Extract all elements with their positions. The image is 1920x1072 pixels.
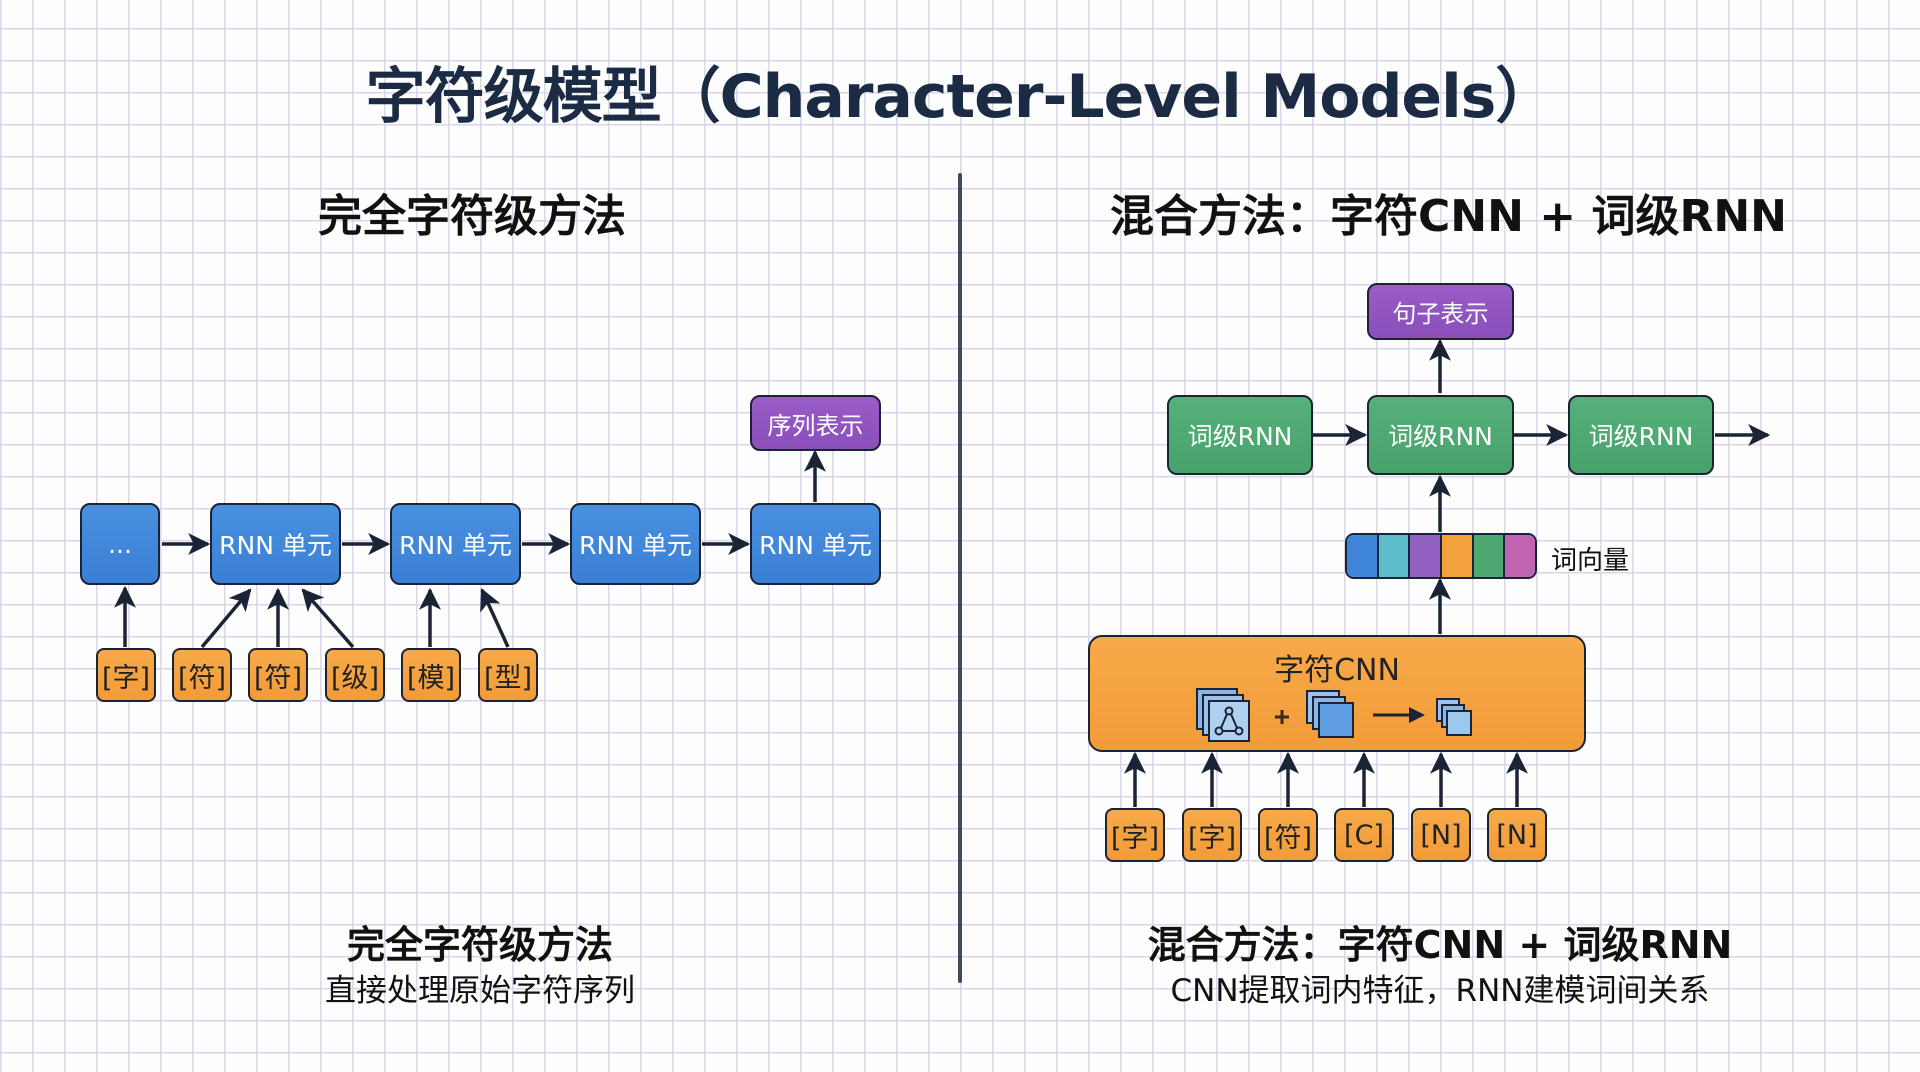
word-vector-segment bbox=[1347, 535, 1379, 577]
rnn-cell-1: RNN 单元 bbox=[210, 503, 341, 585]
left-char-input: [符] bbox=[172, 648, 232, 702]
arrow-input2 bbox=[200, 588, 252, 649]
pooled-map-stack-icon bbox=[1436, 698, 1472, 736]
plus-icon bbox=[1275, 710, 1289, 724]
right-char-input: [N] bbox=[1411, 808, 1471, 862]
left-caption-desc: 直接处理原始字符序列 bbox=[325, 973, 635, 1009]
arrow-input6 bbox=[480, 587, 510, 648]
sequence-representation: 序列表示 bbox=[750, 395, 881, 451]
right-char-input: [符] bbox=[1258, 808, 1318, 862]
left-char-input: [模] bbox=[401, 648, 461, 702]
cnn-icons bbox=[1196, 688, 1472, 742]
right-caption-desc: CNN提取词内特征，RNN建模词间关系 bbox=[1170, 973, 1710, 1009]
char-cnn-label: 字符CNN bbox=[1274, 653, 1400, 688]
word-rnn-1: 词级RNN bbox=[1167, 395, 1313, 475]
left-heading: 完全字符级方法 bbox=[318, 191, 626, 242]
word-vector-segment bbox=[1505, 535, 1535, 577]
word-vector-label: 词向量 bbox=[1551, 546, 1630, 576]
rnn-cell-4: RNN 单元 bbox=[750, 503, 881, 585]
left-char-input: [字] bbox=[96, 648, 156, 702]
rnn-cell-3: RNN 单元 bbox=[570, 503, 701, 585]
char-cnn-block: 字符CNN bbox=[1088, 635, 1586, 752]
word-vector bbox=[1345, 533, 1537, 579]
right-char-input: [C] bbox=[1334, 808, 1394, 862]
rnn-cell-2: RNN 单元 bbox=[390, 503, 521, 585]
sentence-representation: 句子表示 bbox=[1367, 283, 1514, 340]
word-vector-segment bbox=[1442, 535, 1474, 577]
arrow-right-icon bbox=[1373, 707, 1425, 723]
right-caption-title: 混合方法：字符CNN + 词级RNN bbox=[1147, 923, 1733, 967]
section-divider bbox=[958, 173, 962, 983]
word-vector-segment bbox=[1378, 535, 1411, 577]
left-char-input: [符] bbox=[248, 648, 308, 702]
page-title: 字符级模型（Character-Level Models） bbox=[365, 62, 1556, 132]
word-vector-segment bbox=[1410, 535, 1443, 577]
right-heading: 混合方法：字符CNN + 词级RNN bbox=[1110, 191, 1787, 242]
right-char-input: [N] bbox=[1487, 808, 1547, 862]
word-vector-segment bbox=[1473, 535, 1506, 577]
feature-map-stack-icon bbox=[1306, 690, 1354, 738]
left-char-input: [级] bbox=[325, 648, 385, 702]
left-char-input: [型] bbox=[478, 648, 538, 702]
arrow-input4 bbox=[301, 588, 355, 649]
conv-filter-stack-icon bbox=[1196, 688, 1250, 742]
rnn-ellipsis-cell: ... bbox=[80, 503, 160, 585]
left-caption-title: 完全字符级方法 bbox=[346, 923, 613, 967]
right-char-input: [字] bbox=[1105, 808, 1165, 862]
right-char-input: [字] bbox=[1182, 808, 1242, 862]
word-rnn-2: 词级RNN bbox=[1367, 395, 1514, 475]
word-rnn-3: 词级RNN bbox=[1568, 395, 1714, 475]
